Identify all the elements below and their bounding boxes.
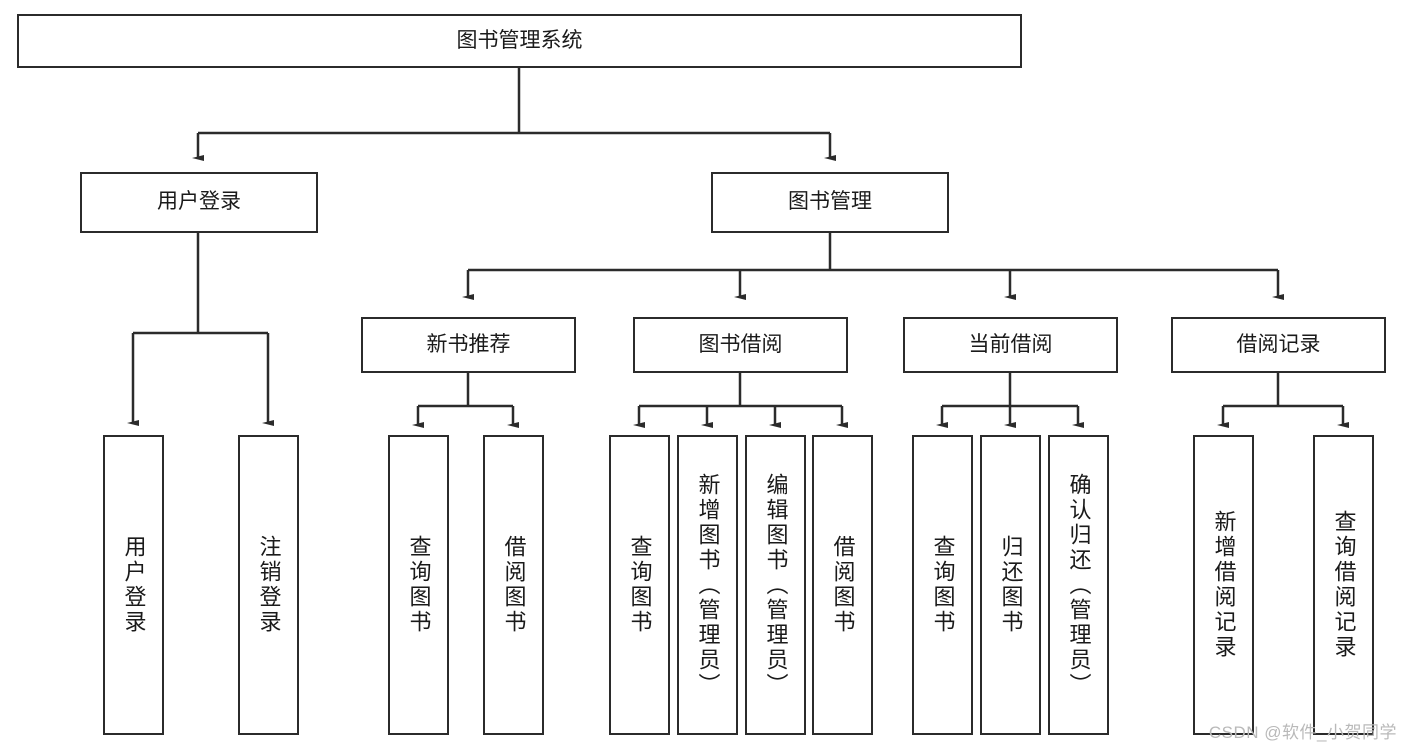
leaf-label: 新增借阅记录 xyxy=(1211,510,1237,660)
node-borrow-record-label: 借阅记录 xyxy=(1236,332,1321,356)
node-book-management-label: 图书管理 xyxy=(788,190,872,214)
leaf-new-book-query[interactable]: 查询图书 xyxy=(388,435,449,735)
leaf-label: 注销登录 xyxy=(256,535,282,635)
node-user-login[interactable]: 用户登录 xyxy=(80,172,318,233)
leaf-borrow-add-book[interactable]: 新增图书（管理员） xyxy=(677,435,738,735)
leaf-record-add[interactable]: 新增借阅记录 xyxy=(1193,435,1254,735)
node-current-borrow[interactable]: 当前借阅 xyxy=(903,317,1118,373)
leaf-label: 归还图书 xyxy=(998,535,1024,635)
leaf-label: 编辑图书（管理员） xyxy=(763,472,789,698)
leaf-label: 借阅图书 xyxy=(830,535,856,635)
watermark: CSDN @软件_小贺同学 xyxy=(1208,723,1397,742)
leaf-current-confirm-return[interactable]: 确认归还（管理员） xyxy=(1048,435,1109,735)
leaf-borrow-query-book[interactable]: 查询图书 xyxy=(609,435,670,735)
leaf-current-query-book[interactable]: 查询图书 xyxy=(912,435,973,735)
leaf-label: 新增图书（管理员） xyxy=(695,472,721,698)
node-book-management[interactable]: 图书管理 xyxy=(711,172,949,233)
node-root-label: 图书管理系统 xyxy=(456,28,583,52)
leaf-label: 查询借阅记录 xyxy=(1331,510,1357,660)
leaf-borrow-edit-book[interactable]: 编辑图书（管理员） xyxy=(745,435,806,735)
node-borrow-record[interactable]: 借阅记录 xyxy=(1171,317,1386,373)
leaf-label: 用户登录 xyxy=(121,535,147,635)
leaf-borrow-borrow-book[interactable]: 借阅图书 xyxy=(812,435,873,735)
leaf-user-login-login[interactable]: 用户登录 xyxy=(103,435,164,735)
leaf-label: 查询图书 xyxy=(930,535,956,635)
node-book-borrow-label: 图书借阅 xyxy=(698,332,783,356)
node-book-borrow[interactable]: 图书借阅 xyxy=(633,317,848,373)
node-new-book-recommend-label: 新书推荐 xyxy=(426,332,511,356)
node-current-borrow-label: 当前借阅 xyxy=(968,332,1053,356)
leaf-label: 借阅图书 xyxy=(501,535,527,635)
leaf-record-query[interactable]: 查询借阅记录 xyxy=(1313,435,1374,735)
node-new-book-recommend[interactable]: 新书推荐 xyxy=(361,317,576,373)
node-user-login-label: 用户登录 xyxy=(157,190,241,214)
leaf-label: 查询图书 xyxy=(627,535,653,635)
leaf-user-login-logout[interactable]: 注销登录 xyxy=(238,435,299,735)
leaf-label: 确认归还（管理员） xyxy=(1066,472,1092,698)
leaf-current-return-book[interactable]: 归还图书 xyxy=(980,435,1041,735)
leaf-label: 查询图书 xyxy=(406,535,432,635)
node-root[interactable]: 图书管理系统 xyxy=(17,14,1022,68)
leaf-new-book-borrow[interactable]: 借阅图书 xyxy=(483,435,544,735)
